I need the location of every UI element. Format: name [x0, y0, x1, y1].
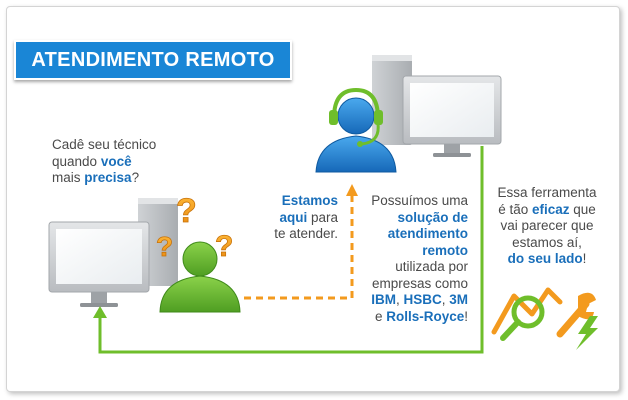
- user-desktop-computer-icon: [48, 198, 178, 307]
- svg-text:?: ?: [176, 192, 197, 230]
- question-marks-icon: ? ? ?: [156, 192, 234, 264]
- support-agent-headset-icon: [315, 87, 397, 173]
- effective-tool-text: Essa ferramenta é tão eficaz que vai par…: [497, 185, 597, 266]
- agent-desktop-computer-icon: [372, 55, 502, 157]
- user-question-text: Cadê seu técnico quando você mais precis…: [52, 137, 157, 185]
- connection-arrow-icon: [98, 146, 484, 354]
- dashed-arrow-head: [346, 184, 358, 196]
- solution-description-text: Possuímos uma solução de atendimento rem…: [371, 193, 468, 324]
- user-icon: [159, 241, 241, 313]
- svg-text:?: ?: [215, 230, 233, 263]
- connection-arrow-head: [93, 306, 107, 318]
- wrench-magnifier-tools-icon: [491, 287, 598, 350]
- svg-text:?: ?: [156, 231, 173, 262]
- agent-here-text: Estamos aqui para te atender.: [274, 193, 338, 241]
- dashed-connection-line: [244, 196, 354, 300]
- page-title: ATENDIMENTO REMOTO: [14, 40, 292, 80]
